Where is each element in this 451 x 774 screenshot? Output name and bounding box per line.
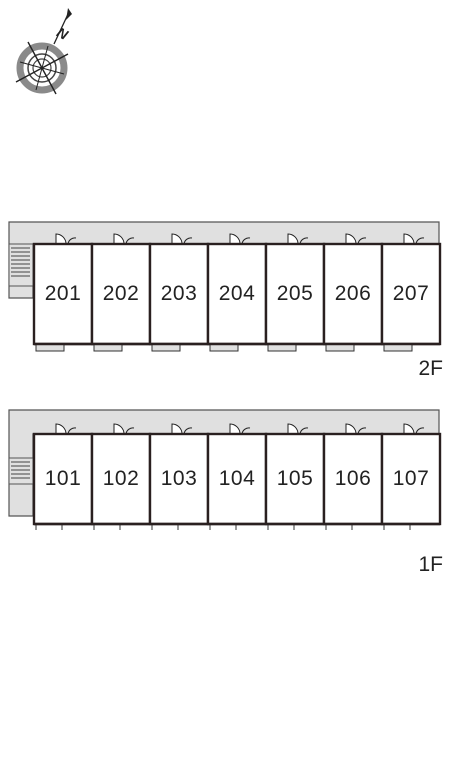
unit-number-105: 105 bbox=[276, 467, 314, 490]
unit-number-106: 106 bbox=[334, 467, 372, 490]
unit-number-202: 202 bbox=[102, 282, 140, 305]
unit-number-201: 201 bbox=[44, 282, 82, 305]
unit-room bbox=[206, 432, 268, 526]
unit-room bbox=[148, 432, 210, 526]
staircase-icon bbox=[8, 457, 34, 485]
unit-number-205: 205 bbox=[276, 282, 314, 305]
staircase-icon bbox=[8, 243, 34, 287]
unit-room bbox=[322, 432, 384, 526]
unit-room bbox=[90, 432, 152, 526]
unit-number-203: 203 bbox=[160, 282, 198, 305]
unit-number-107: 107 bbox=[392, 467, 430, 490]
floor-1f-drawing bbox=[8, 409, 442, 530]
unit-room bbox=[32, 432, 94, 526]
unit-number-207: 207 bbox=[392, 282, 430, 305]
floor-2f-drawing bbox=[8, 221, 442, 352]
unit-number-206: 206 bbox=[334, 282, 372, 305]
unit-number-204: 204 bbox=[218, 282, 256, 305]
unit-room bbox=[380, 242, 442, 346]
compass-rose-icon: N bbox=[10, 4, 80, 98]
unit-number-103: 103 bbox=[160, 467, 198, 490]
floor-label-1f: 1F bbox=[418, 553, 443, 576]
compass-north-label: N bbox=[54, 24, 71, 43]
unit-number-102: 102 bbox=[102, 467, 140, 490]
unit-room bbox=[264, 242, 326, 346]
floor-plan-1f: 101 102 103 104 105 106 107 1F bbox=[0, 400, 451, 580]
unit-number-104: 104 bbox=[218, 467, 256, 490]
floor-plan-2f: 201 202 203 204 205 206 207 2F bbox=[0, 212, 451, 392]
floor-label-2f: 2F bbox=[418, 357, 443, 380]
unit-number-101: 101 bbox=[44, 467, 82, 490]
unit-room bbox=[322, 242, 384, 346]
